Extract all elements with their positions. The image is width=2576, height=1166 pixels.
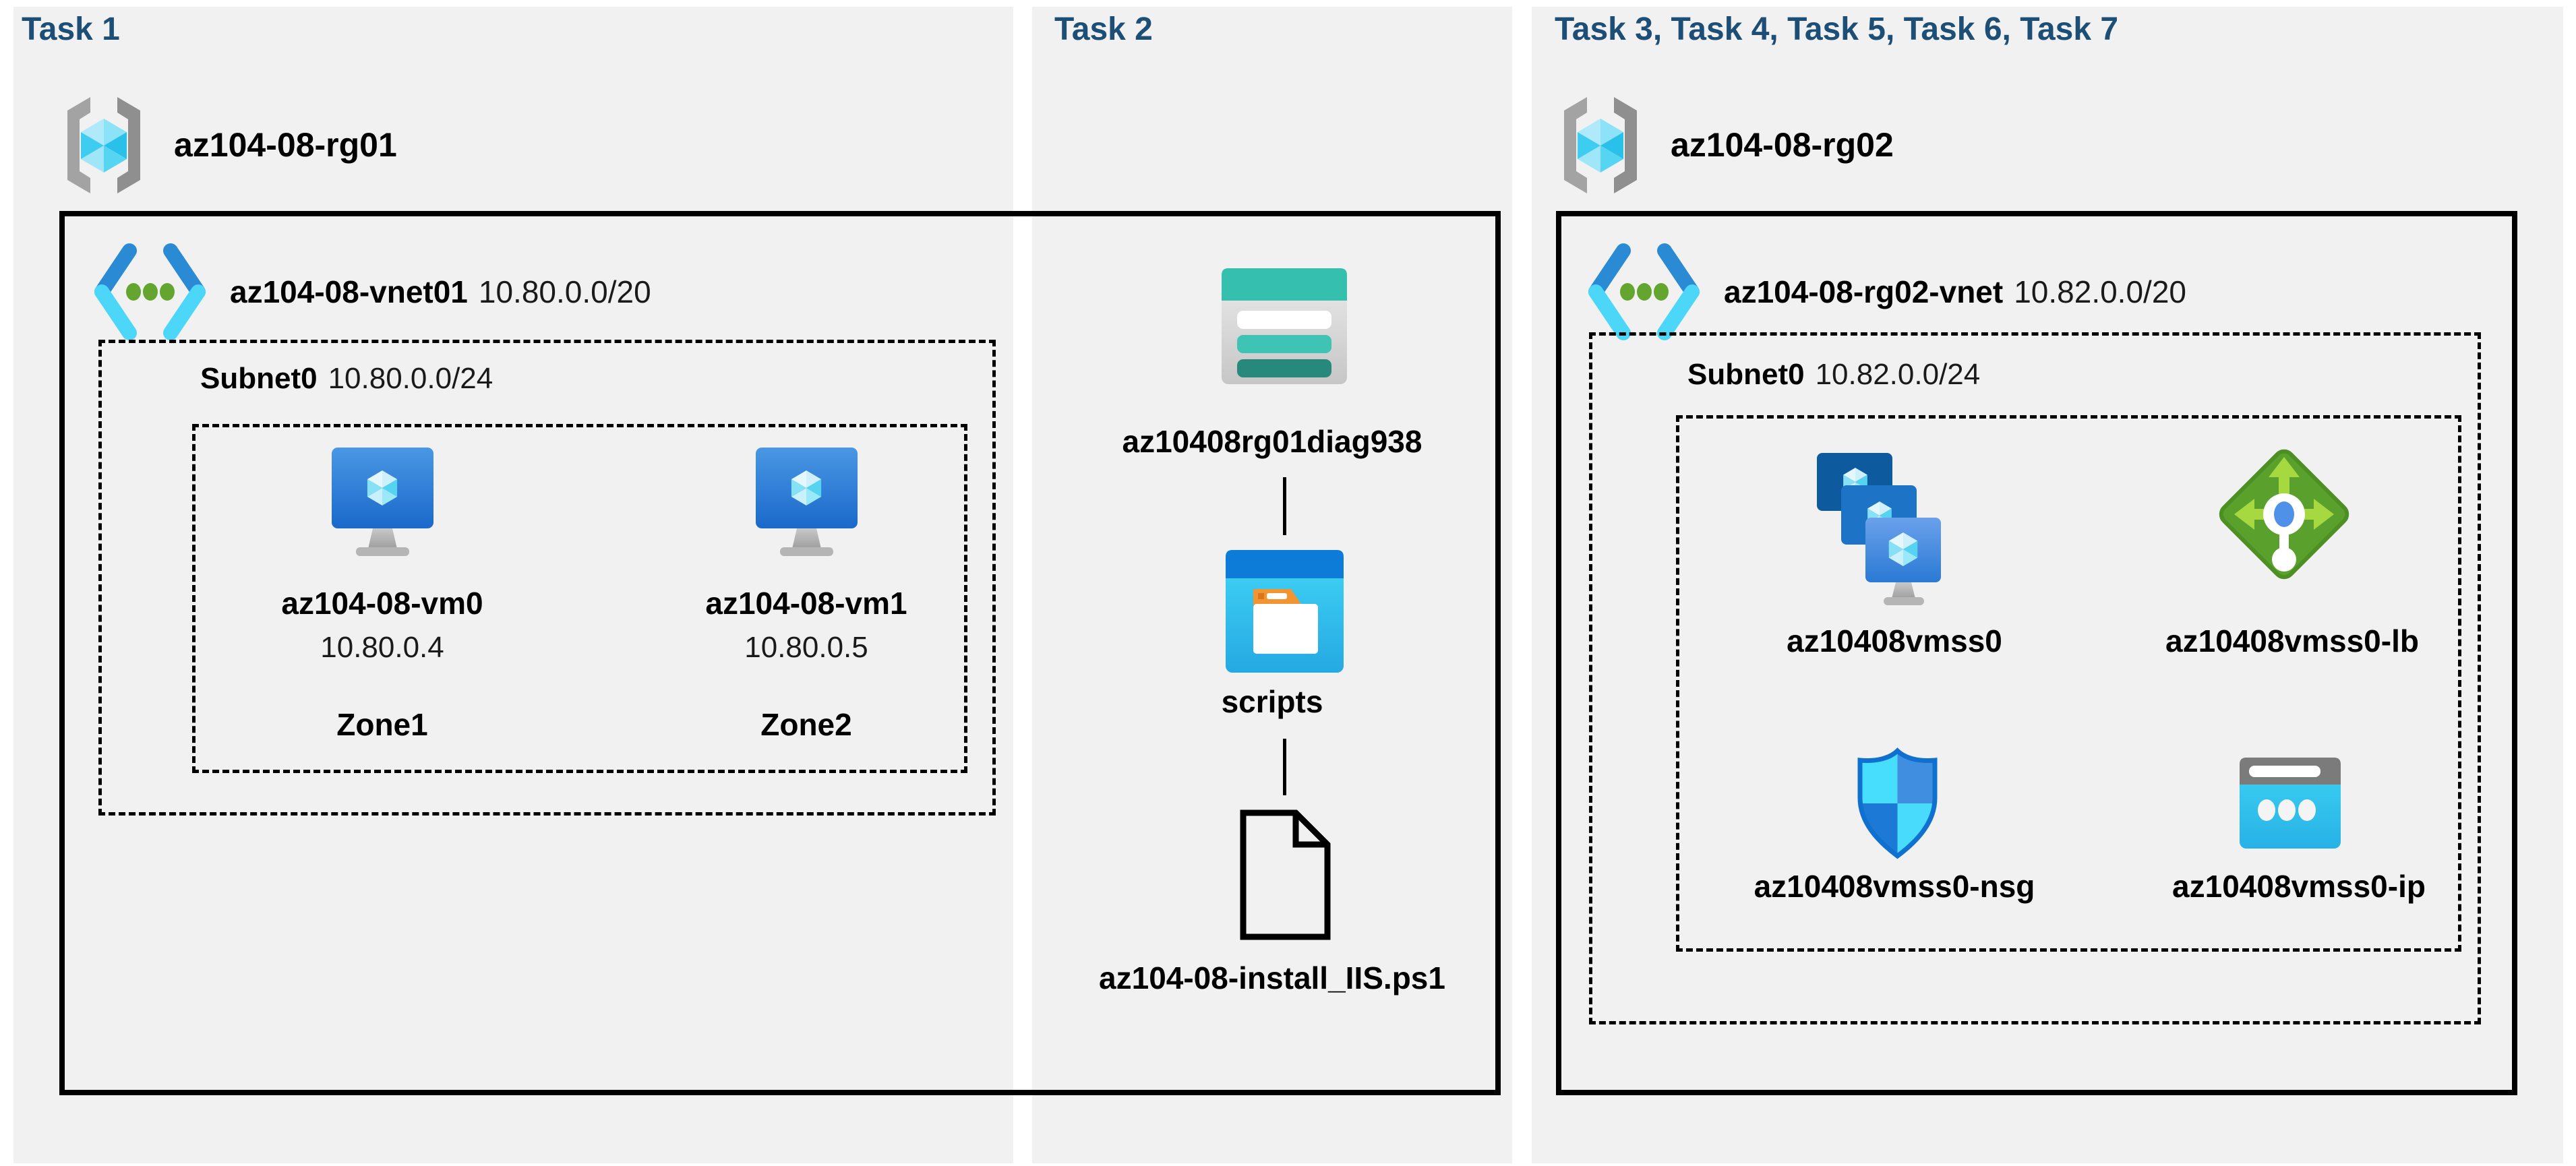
vm-scale-set-icon xyxy=(1817,453,1958,618)
vnet-box-left xyxy=(59,211,1501,1095)
vnet-2-name: az104-08-rg02-vnet xyxy=(1724,274,2004,309)
script-file-name: az104-08-install_IIS.ps1 xyxy=(1099,960,1445,995)
vm1-zone: Zone2 xyxy=(760,707,852,742)
vnet-box-right xyxy=(1556,211,2517,1095)
vm0-block: az104-08-vm0 10.80.0.4 Zone1 xyxy=(264,446,500,743)
nsg-name: az10408vmss0-nsg xyxy=(1754,869,2035,904)
load-balancer-name: az10408vmss0-lb xyxy=(2165,623,2419,658)
vnet-2: az104-08-rg02-vnet 10.82.0.0/20 xyxy=(1588,241,2186,342)
storage-account-icon xyxy=(1222,268,1347,384)
panel-task1 xyxy=(13,7,1013,1163)
subnet-label-left: Subnet0 10.80.0.0/24 xyxy=(200,360,493,398)
zone-box-left xyxy=(192,424,967,773)
resource-group-2-name: az104-08-rg02 xyxy=(1671,126,1894,164)
resource-group-1-name: az104-08-rg01 xyxy=(174,126,397,164)
virtual-network-icon xyxy=(1588,241,1700,342)
connector-container-to-file xyxy=(1283,739,1286,795)
subnet-box-right xyxy=(1589,332,2481,1024)
vm0-zone: Zone1 xyxy=(336,707,428,742)
load-balancer-icon xyxy=(2217,443,2352,592)
resource-group-2: az104-08-rg02 xyxy=(1556,94,1894,195)
vm0-name: az104-08-vm0 xyxy=(281,586,483,621)
vm0-ip: 10.80.0.4 xyxy=(320,631,444,664)
blob-container-icon xyxy=(1226,550,1344,673)
vm1-block: az104-08-vm1 10.80.0.5 Zone2 xyxy=(688,446,924,743)
virtual-network-icon xyxy=(94,241,206,342)
resource-group-icon xyxy=(59,96,148,195)
task3-title: Task 3, Task 4, Task 5, Task 6, Task 7 xyxy=(1555,11,2119,47)
document-icon xyxy=(1239,809,1331,941)
virtual-machine-icon xyxy=(754,446,859,561)
storage-account-name: az10408rg01diag938 xyxy=(1122,424,1422,459)
vmss-name: az10408vmss0 xyxy=(1787,623,2002,658)
panel-task3 xyxy=(1532,7,2563,1163)
resources-box-right xyxy=(1676,415,2461,952)
subnet-1-name: Subnet0 xyxy=(200,362,318,395)
subnet-1-cidr: 10.80.0.0/24 xyxy=(328,362,493,395)
subnet-label-right: Subnet0 10.82.0.0/24 xyxy=(1687,356,1980,394)
task1-title: Task 1 xyxy=(22,11,120,47)
task2-title: Task 2 xyxy=(1054,11,1153,47)
network-security-group-icon xyxy=(1852,747,1943,861)
container-name: scripts xyxy=(1221,684,1323,719)
resource-group-icon xyxy=(1556,96,1645,195)
vm1-ip: 10.80.0.5 xyxy=(744,631,868,664)
vnet-1-cidr: 10.80.0.0/20 xyxy=(478,274,651,309)
vnet-1: az104-08-vnet01 10.80.0.0/20 xyxy=(94,241,651,342)
public-ip-name: az10408vmss0-ip xyxy=(2172,869,2426,904)
connector-storage-to-container xyxy=(1283,477,1286,535)
vnet-2-cidr: 10.82.0.0/20 xyxy=(2014,274,2186,309)
subnet-box-left xyxy=(98,340,996,816)
virtual-machine-icon xyxy=(330,446,435,561)
vm1-name: az104-08-vm1 xyxy=(705,586,907,621)
subnet-2-name: Subnet0 xyxy=(1687,358,1805,391)
vnet-1-name: az104-08-vnet01 xyxy=(230,274,468,309)
resource-group-1: az104-08-rg01 xyxy=(59,94,397,195)
subnet-2-cidr: 10.82.0.0/24 xyxy=(1815,358,1981,391)
public-ip-icon xyxy=(2240,758,2341,849)
